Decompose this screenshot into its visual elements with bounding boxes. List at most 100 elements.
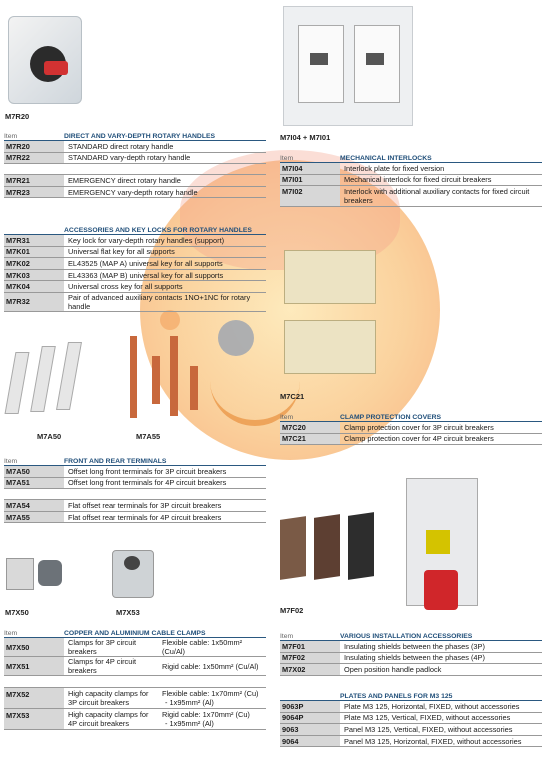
item-description: Rigid cable: 1x50mm² (Cu/Al): [162, 661, 259, 671]
item-code: M7X51: [4, 657, 64, 675]
item-code: 9063P: [280, 701, 340, 712]
item-description: STANDARD vary-depth rotary handle: [68, 153, 191, 163]
caption-m7f02: M7F02: [280, 606, 304, 615]
item-code: M7A51: [4, 477, 64, 489]
item-description: Clamp protection cover for 3P circuit br…: [344, 422, 494, 432]
item-description: Flat offset rear terminals for 3P circui…: [68, 500, 222, 510]
item-code: M7R21: [4, 175, 64, 186]
item-description: Insulating shields between the phases (3…: [344, 641, 485, 651]
table-row: M7F01 Insulating shields between the phas…: [280, 641, 542, 653]
item-description: Panel M3 125, Horizontal, FIXED, without…: [344, 736, 522, 746]
table-row: M7X52 High capacity clamps for 3P circui…: [4, 687, 266, 709]
item-description: Offset long front terminals for 4P circu…: [68, 478, 227, 488]
table-row: M7A50 Offset long front terminals for 3P …: [4, 466, 266, 478]
caption-m7c21: M7C21: [280, 392, 305, 401]
clamps-high-capacity-image: [108, 548, 158, 600]
caption-m7a55: M7A55: [136, 432, 161, 441]
table-header: PLATES AND PANELS FOR M3 125: [280, 690, 542, 701]
caption-m7a50: M7A50: [37, 432, 62, 441]
table-header: ACCESSORIES AND KEY LOCKS FOR ROTARY HAN…: [4, 224, 266, 235]
item-code: M7K04: [4, 281, 64, 292]
rear-terminals-image: [120, 336, 210, 426]
caption-m7x50: M7X50: [5, 608, 29, 617]
item-code: M7I01: [280, 174, 340, 186]
cable-clamps-table: Item COPPER AND ALUMINIUM CABLE CLAMPS M…: [4, 627, 266, 730]
table-header: Item COPPER AND ALUMINIUM CABLE CLAMPS: [4, 627, 266, 638]
table-row: M7I01 Mechanical interlock for fixed circ…: [280, 174, 542, 187]
item-code: M7X02: [280, 664, 340, 675]
item-code: M7R31: [4, 235, 64, 246]
table-header: Item FRONT AND REAR TERMINALS: [4, 455, 266, 466]
item-code: M7I04: [280, 163, 340, 174]
item-description: Mechanical interlock for fixed circuit b…: [344, 175, 492, 185]
item-code: M7C21: [280, 433, 340, 445]
item-description: Plate M3 125, Vertical, FIXED, without a…: [344, 713, 511, 723]
item-code: M7X50: [4, 638, 64, 656]
item-description: Clamps for 3P circuit breakers: [68, 638, 137, 656]
item-code: M7X53: [4, 709, 64, 729]
table-row: M7A55 Flat offset rear terminals for 4P c…: [4, 511, 266, 524]
item-code: 9064P: [280, 712, 340, 724]
table-header: Item CLAMP PROTECTION COVERS: [280, 411, 542, 422]
item-code: M7R32: [4, 292, 64, 311]
item-description: Clamp protection cover for 4P circuit br…: [344, 434, 494, 444]
insulating-shields-image: [280, 512, 382, 590]
item-code: M7X52: [4, 688, 64, 708]
table-row: M7X02 Open position handle padlock: [280, 664, 542, 676]
item-description: Panel M3 125, Vertical, FIXED, without a…: [344, 724, 513, 734]
rotary-handle-image: [8, 6, 88, 108]
watermark-eye-left: [160, 310, 180, 330]
table-row: M7R21 EMERGENCY direct rotary handle: [4, 174, 266, 187]
item-code: M7A55: [4, 511, 64, 523]
table-header: Item DIRECT AND VARY-DEPTH ROTARY HANDLE…: [4, 130, 266, 141]
item-description: Open position handle padlock: [344, 664, 442, 674]
table-row: M7I04 Interlock plate for fixed version: [280, 163, 542, 175]
item-description: STANDARD direct rotary handle: [68, 141, 174, 151]
item-code: M7A50: [4, 466, 64, 477]
watermark-mouth: [210, 380, 300, 426]
item-description: Offset long front terminals for 3P circu…: [68, 466, 227, 476]
clamp-cover-image: [284, 250, 376, 380]
item-code: M7F01: [280, 641, 340, 652]
item-description: EL43525 (MAP A) universal key for all su…: [68, 258, 223, 268]
item-description: EMERGENCY direct rotary handle: [68, 175, 181, 185]
item-description: Interlock plate for fixed version: [344, 163, 445, 173]
item-description: Flexible cable: 1x70mm² (Cu)- 1x95mm² (A…: [162, 689, 259, 707]
watermark-eye-right: [218, 320, 254, 356]
item-code: M7A54: [4, 500, 64, 511]
item-description: Flat offset rear terminals for 4P circui…: [68, 512, 222, 522]
rotary-handles-table: Item DIRECT AND VARY-DEPTH ROTARY HANDLE…: [4, 130, 266, 199]
front-terminals-image: [4, 342, 92, 420]
item-code: M7I02: [280, 186, 340, 207]
item-description: Rigid cable: 1x70mm² (Cu)- 1x95mm² (Al): [162, 710, 250, 728]
item-description: High capacity clamps for 4P circuit brea…: [68, 710, 149, 728]
item-description: High capacity clamps for 3P circuit brea…: [68, 689, 149, 707]
item-description: Pair of advanced auxiliary contacts 1NO+…: [68, 292, 251, 311]
item-description: EL43363 (MAP B) universal key for all su…: [68, 270, 224, 280]
interlock-image: [283, 6, 413, 126]
table-row: M7R23 EMERGENCY vary-depth rotary handle: [4, 186, 266, 199]
item-code: M7K01: [4, 246, 64, 258]
item-description: Insulating shields between the phases (4…: [344, 653, 485, 663]
padlock-breaker-image: [398, 478, 484, 618]
table-row: M7A51 Offset long front terminals for 4P …: [4, 477, 266, 490]
item-description: Interlock with additional auxiliary cont…: [344, 187, 530, 206]
table-header: Item MECHANICAL INTERLOCKS: [280, 152, 542, 163]
item-description: EMERGENCY vary-depth rotary handle: [68, 187, 198, 197]
caption-m7r20: M7R20: [5, 112, 30, 121]
item-code: M7R23: [4, 186, 64, 198]
item-code: M7R20: [4, 141, 64, 152]
